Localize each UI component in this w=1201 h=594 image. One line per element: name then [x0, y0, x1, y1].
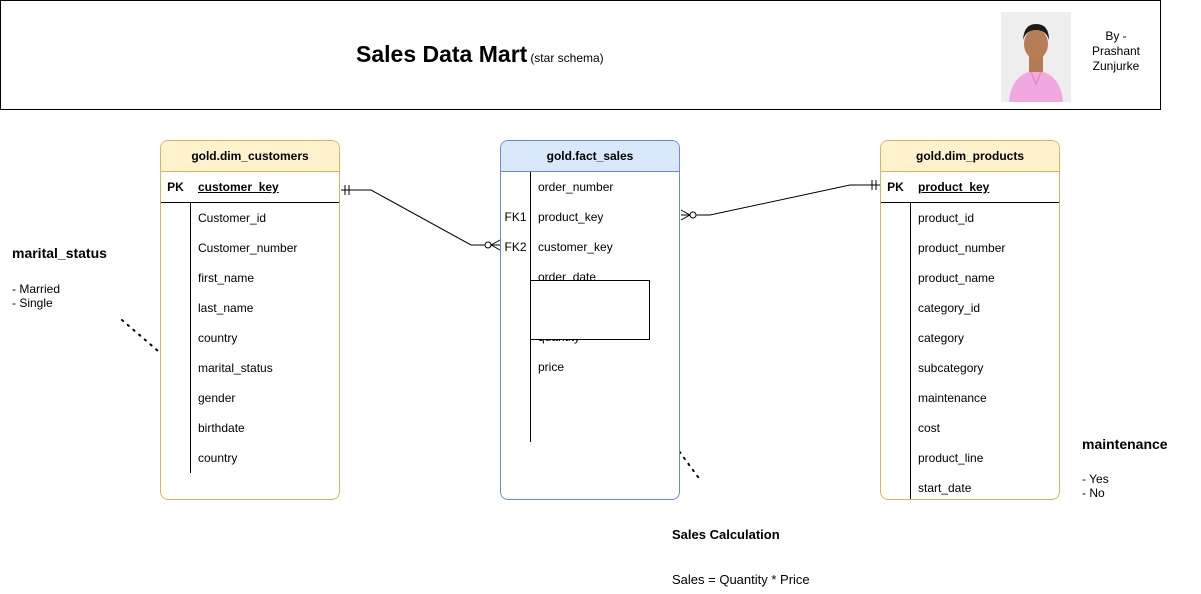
maintenance-note-title: maintenance	[1082, 436, 1168, 452]
maintenance-note-item: - Yes	[1082, 472, 1109, 486]
pk-row: PK customer_key	[161, 172, 339, 203]
marital-note-title: marital_status	[12, 245, 107, 261]
field-row: Customer_number	[198, 241, 298, 255]
field-row: maintenance	[918, 391, 987, 405]
pk-row: PK product_key	[881, 172, 1059, 203]
field-row: order_number	[538, 180, 614, 194]
maintenance-note-item: - No	[1082, 486, 1105, 500]
sales-calculation-title: Sales Calculation	[672, 527, 780, 542]
table-title: gold.fact_sales	[501, 141, 679, 172]
field-row: first_name	[198, 271, 255, 285]
field-row: category_id	[918, 301, 981, 315]
field-row: birthdate	[198, 421, 245, 435]
field-row: product_id	[918, 211, 975, 225]
field-row: country	[198, 451, 238, 465]
table-dim-products[interactable]: gold.dim_products PK product_key product…	[880, 140, 1060, 500]
field-row: price	[538, 360, 565, 374]
diagram-title: Sales Data Mart(star schema)	[356, 41, 604, 67]
field-row: product_name	[918, 271, 995, 285]
sales-calculation-formula: Sales = Quantity * Price	[672, 572, 810, 587]
product-fact-relation	[681, 184, 880, 216]
marital-note-item: - Single	[12, 296, 53, 310]
field-row: product_number	[918, 241, 1006, 255]
header-banner: Sales Data Mart(star schema) By - Prasha…	[0, 0, 1161, 110]
table-title: gold.dim_customers	[161, 141, 339, 172]
field-row: cost	[918, 421, 941, 435]
customer-fact-relation	[341, 189, 500, 246]
field-row: country	[198, 331, 238, 345]
field-row: gender	[198, 391, 236, 405]
marital-note-link	[121, 319, 180, 370]
field-row: category	[918, 331, 965, 345]
field-row: last_name	[198, 301, 254, 315]
author-credit: By - Prashant Zunjurke	[1091, 29, 1141, 73]
field-row: marital_status	[198, 361, 273, 375]
pk-label: PK	[167, 180, 184, 194]
field-row: product_line	[918, 451, 984, 465]
pk-field: customer_key	[198, 180, 279, 194]
empty-placeholder-box	[530, 280, 650, 340]
field-row: start_date	[918, 481, 972, 495]
table-title: gold.dim_products	[881, 141, 1059, 172]
field-row: subcategory	[918, 361, 984, 375]
author-photo	[1001, 12, 1071, 102]
marital-note-item: - Married	[12, 282, 61, 296]
pk-label: PK	[887, 180, 904, 194]
diagram-subtitle: (star schema)	[530, 51, 604, 65]
table-dim-customers[interactable]: gold.dim_customers PK customer_key Custo…	[160, 140, 340, 500]
field-row: Customer_id	[198, 211, 267, 225]
pk-field: product_key	[918, 180, 990, 194]
